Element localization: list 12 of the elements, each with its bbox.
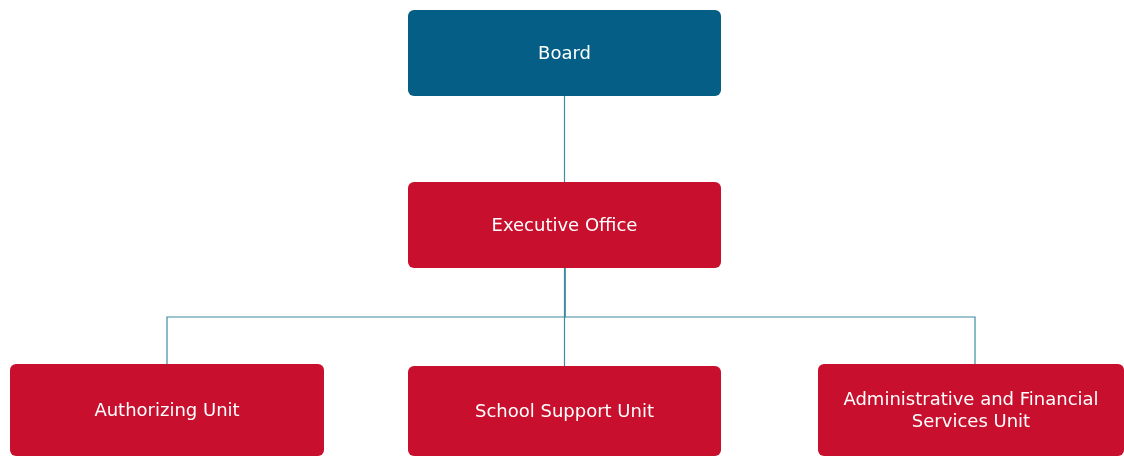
box-label: Board: [538, 42, 591, 64]
org-box: [10, 364, 324, 456]
org-box: [408, 366, 721, 456]
org-box: [818, 364, 1124, 456]
org-box: [408, 182, 721, 268]
box-label: Administrative and Financial Services Unit: [842, 388, 1100, 432]
org-box: [408, 10, 721, 96]
box-label: Authorizing Unit: [94, 399, 240, 421]
box-label: School Support Unit: [475, 400, 654, 422]
connector-line: [564, 267, 976, 365]
box-label: Executive Office: [491, 214, 638, 236]
connector-line: [563, 95, 566, 183]
